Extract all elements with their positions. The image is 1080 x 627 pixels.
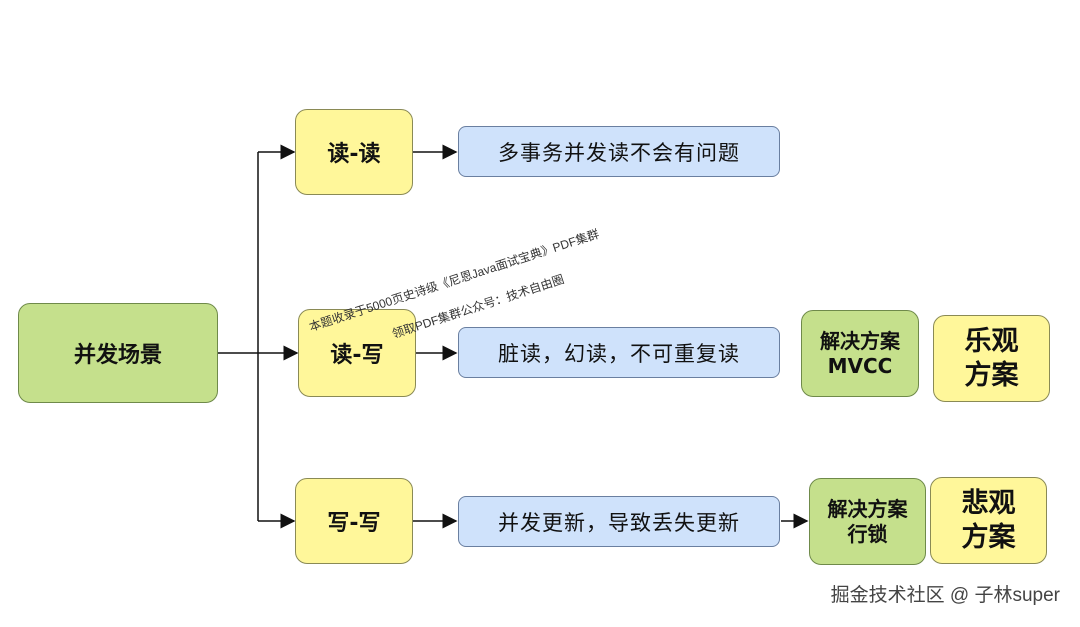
optimistic-plan-line2: 方案: [964, 359, 1019, 391]
read-write-desc: 脏读，幻读，不可重复读: [498, 341, 740, 366]
mvcc-solution-line2: MVCC: [827, 353, 893, 378]
read-read-node: 读-读: [295, 109, 413, 195]
row-lock-solution-node: 解决方案 行锁: [809, 478, 926, 565]
pessimistic-plan-line2: 方案: [961, 521, 1016, 553]
read-write-label: 读-写: [330, 343, 384, 368]
write-write-label: 写-写: [327, 511, 381, 536]
mvcc-solution-line1: 解决方案: [820, 328, 900, 353]
root-label: 并发场景: [73, 343, 162, 368]
write-write-desc-node: 并发更新，导致丢失更新: [458, 496, 780, 547]
read-read-desc: 多事务并发读不会有问题: [498, 140, 740, 165]
row-lock-solution-line2: 行锁: [847, 521, 888, 546]
pessimistic-plan-node: 悲观 方案: [930, 477, 1047, 564]
row-lock-solution-line1: 解决方案: [827, 496, 908, 521]
root-node: 并发场景: [18, 303, 218, 403]
read-read-label: 读-读: [327, 142, 381, 167]
read-write-desc-node: 脏读，幻读，不可重复读: [458, 327, 780, 378]
write-write-node: 写-写: [295, 478, 413, 564]
pessimistic-plan-line1: 悲观: [961, 487, 1016, 519]
write-write-desc: 并发更新，导致丢失更新: [498, 510, 740, 535]
read-write-node: 读-写: [298, 309, 416, 397]
read-read-desc-node: 多事务并发读不会有问题: [458, 126, 780, 177]
optimistic-plan-node: 乐观 方案: [933, 315, 1050, 402]
footer-credit: 掘金技术社区 @ 子林super: [830, 585, 1060, 606]
mvcc-solution-node: 解决方案 MVCC: [801, 310, 919, 397]
optimistic-plan-line1: 乐观: [964, 325, 1019, 357]
